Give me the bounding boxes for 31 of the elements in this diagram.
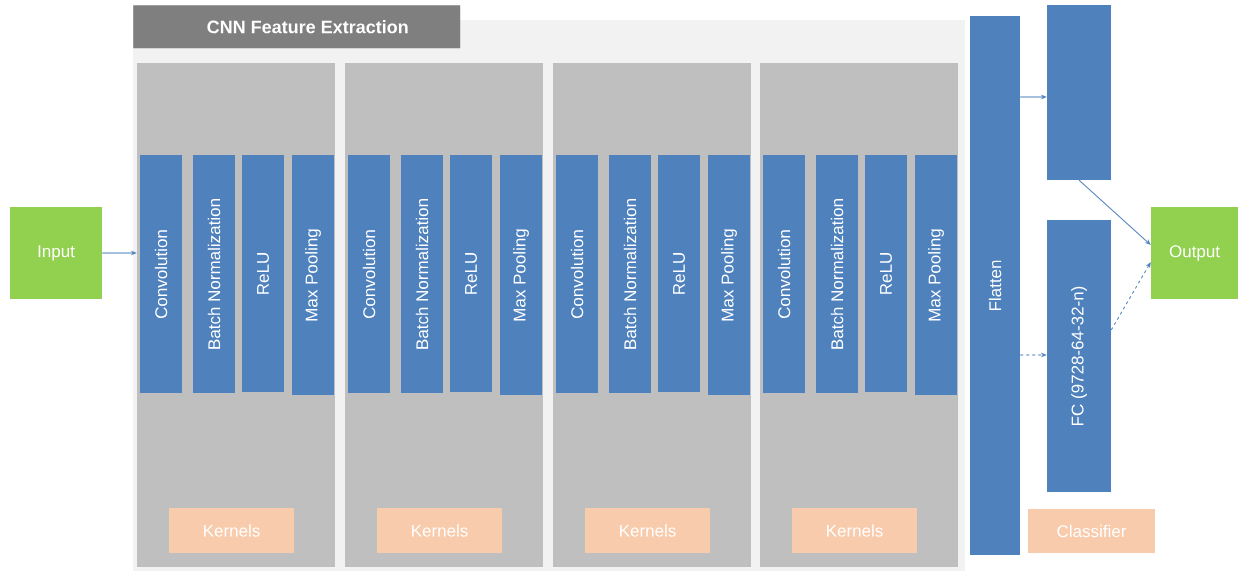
layer-bar: Convolution — [348, 155, 390, 393]
layer-bar: Max Pooling — [708, 155, 750, 395]
kernel-box: Kernels — [377, 508, 502, 553]
arrow — [1019, 95, 1046, 99]
layer-bar: ReLU — [450, 155, 492, 392]
layer-bar: Convolution — [556, 155, 598, 393]
layer-bar: Batch Normalization — [401, 155, 443, 393]
layer-bar: ReLU — [658, 155, 700, 392]
kernel-box: Kernels — [169, 508, 294, 553]
arrow — [101, 251, 136, 255]
classifier-box: Classifier — [1028, 509, 1155, 553]
arrow — [1110, 262, 1151, 331]
input-box: Input — [10, 207, 102, 299]
layer-bar: Convolution — [140, 155, 182, 393]
layer-bar: ReLU — [865, 155, 907, 392]
arrow — [1078, 179, 1151, 245]
arrow — [1019, 353, 1046, 357]
layer-bar: Max Pooling — [500, 155, 542, 395]
layer-bar: FC (9728-64-32-n) — [1047, 220, 1111, 492]
kernel-box: Kernels — [792, 508, 917, 553]
layer-bar: Batch Normalization — [609, 155, 651, 393]
output-box: Output — [1151, 207, 1238, 299]
layer-bar: Batch Normalization — [816, 155, 858, 393]
layer-bar: Batch Normalization — [193, 155, 235, 393]
classifier-bar — [1047, 5, 1111, 180]
layer-bar: Max Pooling — [915, 155, 957, 395]
kernel-box: Kernels — [585, 508, 710, 553]
layer-bar: ReLU — [242, 155, 284, 392]
layer-bar: Max Pooling — [292, 155, 334, 395]
flatten-bar: Flatten — [970, 16, 1020, 555]
layer-bar: Convolution — [763, 155, 805, 393]
